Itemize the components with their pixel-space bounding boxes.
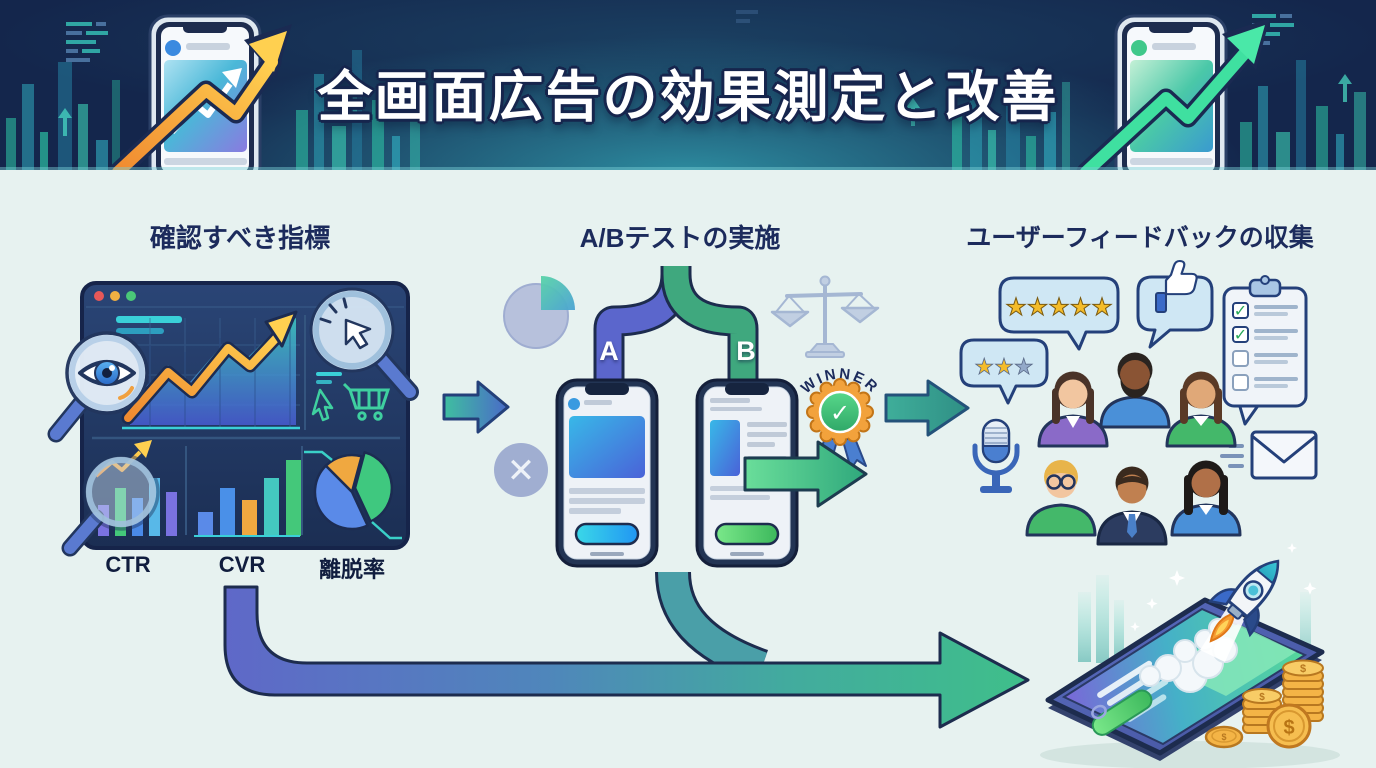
thumbs-up-bubble	[1136, 259, 1214, 349]
check-icon: ✓	[1234, 303, 1247, 320]
section-heading-feedback: ユーザーフィードバックの収集	[966, 224, 1314, 252]
rating-bubble-5-star: ★★★★★	[998, 276, 1120, 351]
avatar-man-suit	[1096, 466, 1168, 546]
winner-check-icon: ✓	[830, 400, 850, 427]
avatar-woman-purple	[1037, 371, 1109, 448]
pie-callouts	[304, 450, 402, 540]
metric-label-bounce-rate: 離脱率	[318, 557, 385, 582]
metric-label-cvr: CVR	[218, 552, 266, 577]
ab-split-pipe	[593, 266, 759, 382]
dollar-coin-icon: $	[1266, 703, 1312, 749]
cart-icon	[342, 382, 391, 421]
traffic-light-dots	[94, 291, 136, 301]
dollar-glyph: $	[1300, 663, 1306, 675]
tablet-cta-button	[1091, 689, 1153, 736]
star-rating-empty: ★	[1014, 354, 1034, 379]
microphone-icon	[972, 418, 1020, 493]
click-magnifier-icon	[309, 287, 419, 401]
line-chart	[121, 310, 300, 430]
dashboard-window	[47, 281, 419, 557]
rocket-flame	[1209, 612, 1236, 643]
checklist-clipboard-icon: ✓ ✓	[1222, 275, 1308, 426]
check-icon: ✓	[1234, 327, 1247, 344]
variant-b-label: B	[736, 336, 756, 366]
avatar-woman-green	[1165, 371, 1237, 448]
banner	[0, 0, 1376, 170]
cta-button-a	[574, 522, 640, 546]
flow-arrow-2-icon	[884, 379, 970, 437]
envelope-icon	[1220, 430, 1318, 480]
bottom-flow-arrow	[223, 585, 1030, 729]
avatar-woman-blue	[1170, 460, 1242, 537]
phone-variant-a	[555, 378, 659, 568]
section-heading-abtest: A/Bテストの実施	[579, 223, 781, 253]
banner-up-arrows	[58, 74, 1352, 136]
cross-circle-icon: ✕	[494, 443, 548, 497]
sparkles	[1130, 543, 1317, 632]
scales-icon	[770, 275, 880, 358]
orange-growth-arrow-icon	[108, 24, 292, 170]
winner-badge: WINNER ✓	[798, 365, 880, 470]
phones-merge-pipe	[655, 571, 769, 684]
dollar-glyph: $	[1259, 692, 1265, 703]
winner-rosette: ✓	[806, 378, 874, 446]
section-heading-metrics: 確認すべき指標	[149, 223, 331, 253]
bar-chart	[194, 460, 301, 537]
flow-arrow-1-icon	[442, 380, 510, 434]
cursor-icon	[311, 372, 342, 422]
eye-magnifier-icon	[47, 331, 149, 443]
dollar-glyph: $	[1221, 732, 1226, 742]
star-rating-filled: ★★	[974, 354, 1013, 379]
avatar-man-glasses	[1025, 460, 1097, 537]
cross-glyph: ✕	[507, 452, 536, 490]
metric-label-ctr: CTR	[105, 552, 151, 577]
dashboard-title-lines	[116, 316, 182, 334]
avatar-group	[1025, 352, 1242, 546]
variant-b-arrow-icon	[743, 440, 868, 508]
pie-chart	[313, 451, 394, 531]
variant-a-label: A	[599, 336, 619, 366]
dollar-glyph: $	[1283, 717, 1294, 739]
avatar-man-beard	[1099, 352, 1171, 429]
growth-glow-bars	[1078, 575, 1311, 663]
star-rating-5: ★★★★★	[1005, 294, 1113, 321]
coin-stack-icons: $ $ $ $	[1204, 659, 1324, 749]
trend-magnifier-icon	[61, 453, 160, 557]
svg-text:★★★: ★★★	[974, 354, 1033, 379]
page-title: 全画面広告の効果測定と改善	[317, 66, 1059, 128]
tablet-launch-illustration: $ $ $ $	[1040, 543, 1340, 768]
pie-faded-icon	[503, 276, 575, 349]
rating-bubble-2-star: ★★★	[959, 338, 1049, 405]
rocket-icon	[1207, 559, 1280, 643]
green-growth-arrow-icon	[1076, 18, 1270, 170]
cta-button-b	[714, 522, 780, 546]
thumbs-up-icon	[1155, 259, 1198, 313]
